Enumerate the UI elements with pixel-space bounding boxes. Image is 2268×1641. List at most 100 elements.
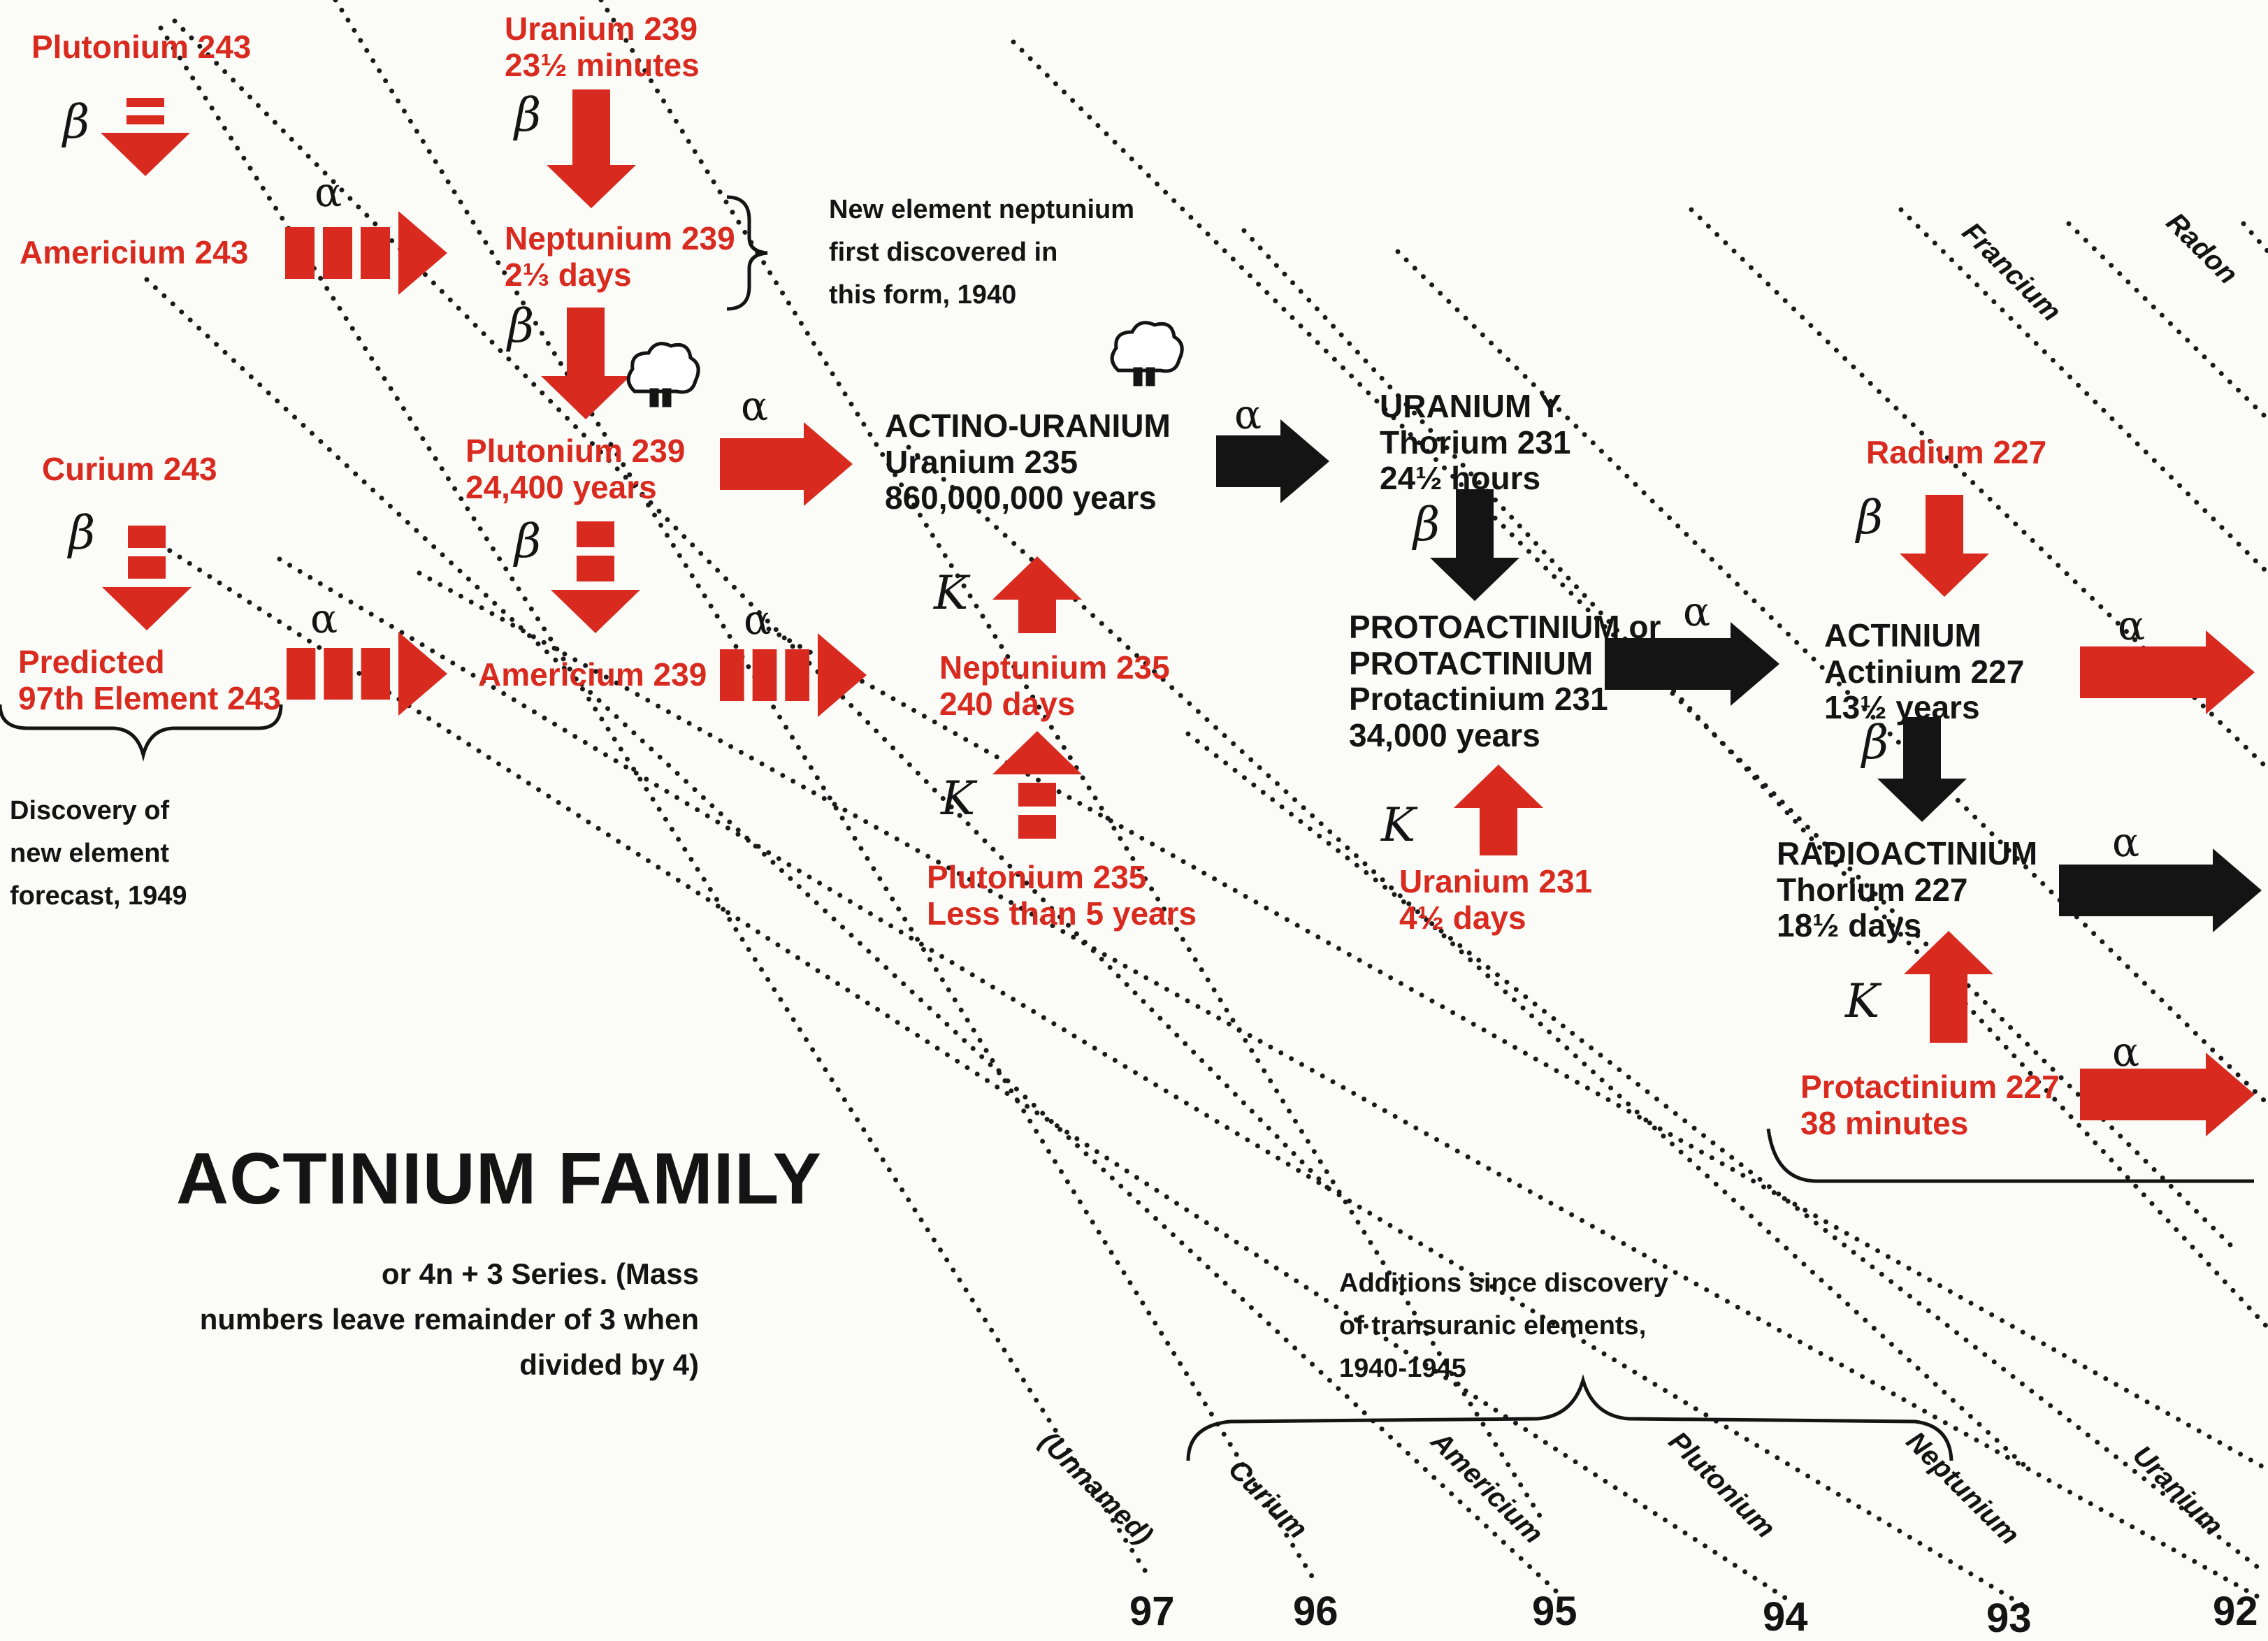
beta-symbol-2: β: [514, 88, 542, 142]
node-uranium-y: URANIUM Y Thorium 231 24½ hours: [1380, 388, 1571, 497]
dotted-column-line-9: [2066, 221, 2268, 422]
page-title: ACTINIUM FAMILY: [176, 1138, 823, 1220]
note-discovery-97-line1: Discovery of: [10, 796, 170, 825]
k-capture-symbol-4: K: [1845, 974, 1880, 1028]
node-actinium-halflife: 13½ years: [1824, 689, 1980, 726]
node-uranium-231-name: Uranium 231: [1399, 863, 1593, 899]
subtitle-line2: numbers leave remainder of 3 when: [199, 1303, 699, 1336]
node-plutonium-235-halflife: Less than 5 years: [927, 895, 1197, 932]
node-actino-uranium-name: ACTINO-URANIUM: [885, 407, 1171, 444]
brace-additions: [1186, 1374, 1953, 1461]
dotted-column-line-11: [172, 18, 1331, 1191]
node-neptunium-235-name: Neptunium 235: [939, 649, 1170, 686]
node-uranium-231-halflife: 4½ days: [1399, 899, 1526, 936]
node-predicted-97: Predicted 97th Element 243: [18, 644, 281, 716]
alpha-symbol-8: α: [2112, 818, 2140, 866]
node-actinium: ACTINIUM Actinium 227 13½ years: [1824, 617, 2024, 726]
note-discovery-97-line2: new element: [10, 838, 170, 868]
alpha-symbol-2: α: [741, 382, 769, 430]
alpha-arrow-proto: [1605, 622, 1779, 706]
cloud-icons: [626, 321, 1184, 407]
dotted-column-line-4: [1011, 39, 2239, 1254]
note-discovery-97: Discovery of new element forecast, 1949: [10, 790, 187, 917]
note-neptunium-discovery: New element neptunium first discovered i…: [829, 189, 1134, 316]
page-subtitle: or 4n + 3 Series. (Mass numbers leave re…: [28, 1251, 699, 1387]
node-americium-239: Americium 239: [478, 656, 707, 693]
beta-arrow-np239: [541, 308, 630, 419]
alpha-symbol-4: α: [310, 595, 338, 642]
node-protoactinium: PROTOACTINIUM or PROTACTINIUM Protactini…: [1349, 609, 1661, 753]
alpha-symbol-7: α: [2118, 602, 2146, 649]
node-plutonium-235-name: Plutonium 235: [927, 859, 1147, 895]
column-number-92: 92: [2213, 1589, 2258, 1634]
beta-symbol-1: β: [63, 95, 90, 149]
node-curium-243: Curium 243: [42, 451, 217, 488]
beta-symbol-8: β: [1862, 716, 1889, 769]
dotted-column-line-7: [1689, 207, 2268, 772]
node-uranium-239-name: Uranium 239: [505, 10, 698, 47]
beta-symbol-3: β: [507, 299, 535, 353]
k-capture-symbol-3: K: [1381, 798, 1416, 852]
alpha-symbol-6: α: [1683, 588, 1711, 635]
node-curium-243-name: Curium 243: [42, 451, 217, 487]
note-discovery-97-line3: forecast, 1949: [10, 881, 187, 911]
node-neptunium-239-name: Neptunium 239: [505, 220, 735, 256]
node-uranium-y-name: URANIUM Y: [1380, 388, 1561, 424]
dotted-column-line-1: [158, 25, 1149, 1575]
subtitle-line3: divided by 4): [519, 1348, 699, 1382]
dotted-column-line-5: [1241, 228, 2268, 1331]
node-uranium-231: Uranium 231 4½ days: [1399, 863, 1593, 936]
dotted-column-line-17: [906, 444, 2030, 1470]
beta-arrow-u239: [547, 89, 636, 208]
node-americium-243: Americium 243: [20, 234, 249, 271]
node-radioactinium-name: RADIOACTINIUM: [1777, 835, 2038, 872]
beta-arrow-actinium: [1877, 717, 1967, 822]
node-protoactinium-halflife: 34,000 years: [1349, 716, 1540, 753]
brace-discovery-97: [0, 704, 283, 762]
alpha-arrow-pu239: [720, 422, 853, 506]
node-neptunium-239: Neptunium 239 2⅓ days: [505, 220, 735, 293]
alpha-symbol-5: α: [744, 596, 772, 644]
k-arrow-pu235: [992, 731, 1082, 839]
alpha-symbol-9: α: [2112, 1028, 2140, 1076]
alpha-symbol-3: α: [1234, 391, 1262, 438]
k-capture-symbol-2: K: [941, 772, 976, 825]
node-uranium-239: Uranium 239 23½ minutes: [505, 10, 700, 83]
column-number-94: 94: [1763, 1594, 1808, 1640]
cloud-icon-2: [1110, 321, 1184, 386]
dotted-column-line-12: [144, 277, 1561, 1596]
node-uranium-y-isotope: Thorium 231: [1380, 424, 1571, 461]
beta-symbol-5: β: [514, 514, 542, 568]
beta-arrow-ra227: [1900, 495, 1989, 597]
k-arrow-u231: [1454, 765, 1543, 855]
dotted-column-line-2: [333, 0, 1317, 1582]
dotted-column-line-10: [2241, 221, 2268, 254]
k-arrow-pa227: [1904, 931, 1993, 1043]
node-radioactinium: RADIOACTINIUM Thorium 227 18½ days: [1777, 835, 2038, 944]
alpha-symbol-1: α: [315, 168, 342, 216]
node-americium-243-name: Americium 243: [20, 234, 249, 270]
cloud-icon-1: [626, 342, 700, 407]
node-plutonium-239-name: Plutonium 239: [465, 433, 686, 469]
node-plutonium-235: Plutonium 235 Less than 5 years: [927, 859, 1197, 932]
node-actino-uranium-halflife: 860,000,000 years: [885, 479, 1157, 516]
node-uranium-239-halflife: 23½ minutes: [505, 46, 700, 83]
beta-arrow-cm243: [102, 526, 192, 630]
dotted-column-line-18: [1185, 731, 2267, 1575]
note-additions-line2: of transuranic elements,: [1339, 1310, 1647, 1340]
brace-neptunium: [726, 195, 768, 311]
alpha-arrow-actino: [1216, 419, 1329, 503]
brace-right-bottom: [1766, 1128, 2254, 1183]
alpha-arrow-actinium: [2080, 630, 2255, 714]
note-additions-line1: Additions since discovery: [1339, 1268, 1668, 1298]
node-neptunium-235: Neptunium 235 240 days: [939, 649, 1170, 722]
node-neptunium-235-halflife: 240 days: [939, 685, 1076, 722]
dotted-column-line-13: [137, 528, 1792, 1603]
decay-arrows: [101, 89, 2262, 1136]
k-arrow-np235: [992, 556, 1082, 633]
node-plutonium-243-name: Plutonium 243: [31, 29, 252, 65]
node-protactinium-227: Protactinium 227 38 minutes: [1800, 1069, 2060, 1141]
alpha-arrow-radioact: [2059, 848, 2262, 932]
dotted-column-line-15: [417, 570, 2267, 1603]
beta-arrow-pu243: [101, 98, 190, 176]
